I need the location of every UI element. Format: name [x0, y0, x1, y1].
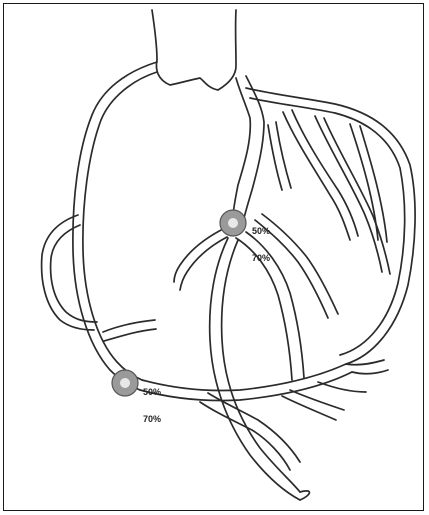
lesion-marker-lower — [112, 370, 138, 396]
left-anterior-descending-artery — [174, 76, 415, 500]
upper-lesion-label: 50% 70% — [252, 209, 270, 272]
right-coronary-artery — [42, 62, 157, 390]
upper-lesion-percent-1: 50% — [252, 227, 270, 236]
lower-lesion-label: 50% 70% — [143, 370, 161, 433]
aorta — [152, 10, 236, 90]
lower-lesion-percent-2: 70% — [143, 415, 161, 424]
upper-lesion-percent-2: 70% — [252, 254, 270, 263]
lower-lesion-percent-1: 50% — [143, 388, 161, 397]
lesion-marker-upper — [220, 210, 246, 236]
